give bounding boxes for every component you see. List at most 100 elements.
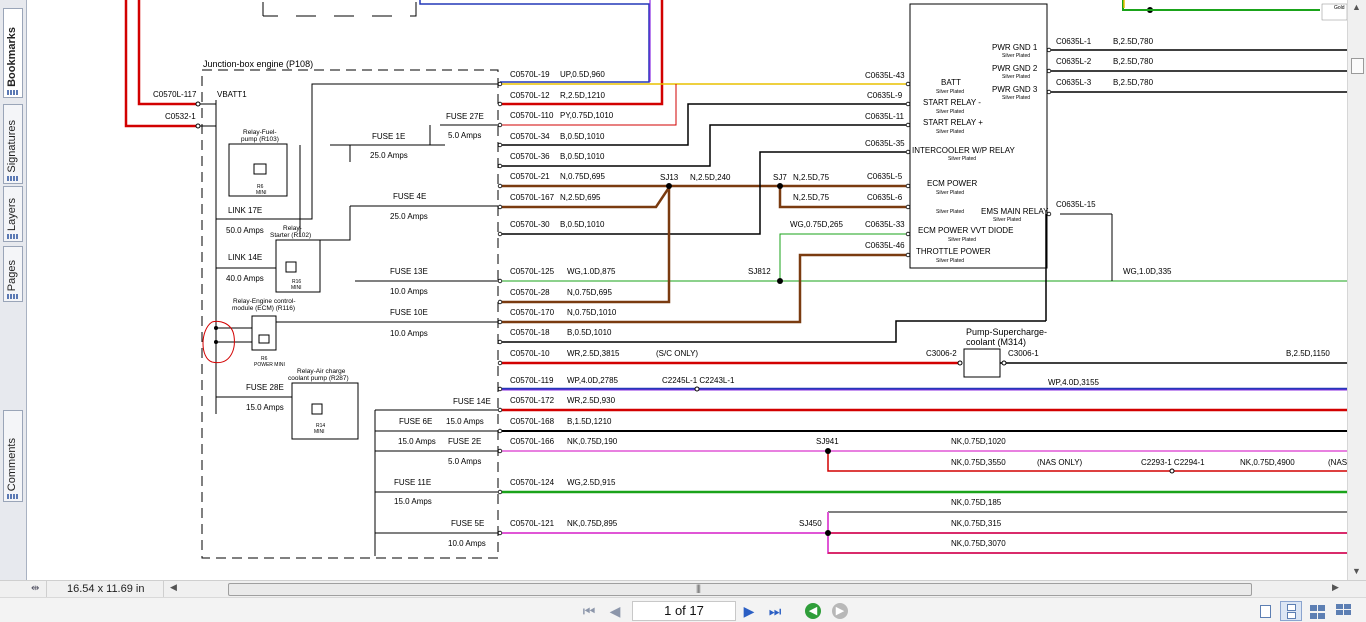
wire-spec: WG,1.0D,875 [567, 267, 616, 276]
wire-spec: NK,0.75D,895 [567, 519, 618, 528]
relay-fuel-label: Relay-Fuel- [243, 129, 277, 136]
ecm-pin-label: ECM POWER [927, 179, 977, 188]
splice-sj7-spec: N,2.5D,75 [793, 173, 830, 182]
ecm-pin-sub: Silver Plated [936, 258, 964, 264]
last-page-icon[interactable]: ⏭ [768, 603, 782, 619]
ems-main-relay-conn: C0635L-15 [1056, 200, 1096, 209]
side-panel: Bookmarks Signatures Layers Pages Commen… [0, 0, 27, 580]
link-14e-label: LINK 14E [228, 253, 262, 262]
wire-spec: N,0.75D,695 [567, 288, 612, 297]
annotation-mark[interactable] [202, 320, 235, 364]
scroll-right-icon[interactable]: ▶ [1332, 582, 1339, 592]
page-number-input[interactable]: 1 of 17 [632, 601, 736, 621]
tab-pages[interactable]: Pages [3, 246, 23, 302]
next-page-icon[interactable]: ▶ [743, 603, 755, 619]
relay-starter-label-2: Starter (R102) [270, 232, 311, 239]
wire-red-top [137, 0, 198, 106]
wire-conn: C0570L-21 [510, 172, 550, 181]
wire-conn: C0570L-121 [510, 519, 555, 528]
wire-spec: WP,4.0D,2785 [567, 376, 619, 385]
ground-spec: B,2.5D,780 [1113, 57, 1154, 66]
link-14e-amps: 40.0 Amps [226, 274, 264, 283]
first-page-icon[interactable]: ⏮ [582, 603, 596, 619]
relay-air-label-2: coolant pump (R287) [288, 375, 349, 382]
go-forward-icon[interactable]: ▶ [832, 603, 848, 619]
tab-grip-icon [7, 176, 19, 181]
tab-layers[interactable]: Layers [3, 186, 23, 242]
wire-conn: C0570L-110 [510, 111, 554, 120]
single-page-view-icon[interactable] [1254, 601, 1276, 621]
tab-bookmarks[interactable]: Bookmarks [3, 8, 23, 98]
wire-conn: C0570L-125 [510, 267, 555, 276]
fuse-6e-label: FUSE 6E [399, 417, 432, 426]
splice-sj13-spec: N,2.5D,240 [690, 173, 731, 182]
wire-spec: B,0.5D,1010 [560, 132, 605, 141]
wire-spec: NK,0.75D,190 [567, 437, 618, 446]
fuse-4e-amps: 25.0 Amps [390, 212, 428, 221]
vertical-scroll-thumb[interactable] [1351, 58, 1364, 74]
continuous-facing-view-icon[interactable] [1332, 601, 1354, 621]
tab-comments[interactable]: Comments [3, 410, 23, 502]
ecm-pin-conn: C0635L-33 [865, 220, 905, 229]
nk1020-spec: NK,0.75D,1020 [951, 437, 1006, 446]
tab-signatures[interactable]: Signatures [3, 104, 23, 184]
ground-conn: C0635L-2 [1056, 57, 1092, 66]
facing-view-icon[interactable] [1306, 601, 1328, 621]
ground-label: PWR GND 1 [992, 43, 1038, 52]
horizontal-scrollbar[interactable]: ◀ ||| ▶ [166, 582, 1346, 597]
fuse-28e-label: FUSE 28E [246, 383, 284, 392]
relay-fuel-r: R6 [257, 184, 264, 190]
ecm-pin-sub: Silver Plated [948, 156, 976, 162]
ecm-connector-box [909, 3, 1048, 269]
tab-signatures-label: Signatures [6, 120, 18, 173]
wiring-diagram: Junction-box engine (P108) C0570L-117 VB… [124, 0, 1347, 559]
fuse-28e-amps: 15.0 Amps [246, 403, 284, 412]
wire-conn: C0570L-10 [510, 349, 550, 358]
ecm-pin-label: START RELAY + [923, 118, 983, 127]
wire-spec: N,0.75D,695 [560, 172, 605, 181]
tab-grip-icon [7, 90, 19, 95]
fuse-27e-amps: 5.0 Amps [448, 131, 481, 140]
ground-sub: Silver Plated [1002, 74, 1030, 80]
sc-only-label: (S/C ONLY) [656, 349, 698, 358]
tab-comments-label: Comments [6, 437, 18, 491]
go-back-icon[interactable]: ◀ [805, 603, 821, 619]
scroll-grip-icon: ||| [696, 583, 701, 593]
pump-label: Pump-Supercharge- [966, 327, 1047, 337]
fuse-13e-amps: 10.0 Amps [390, 287, 428, 296]
horizontal-scroll-thumb[interactable] [228, 583, 1252, 596]
relay-air-m: MINI [314, 429, 325, 435]
pump-spec: B,2.5D,1150 [1286, 349, 1330, 358]
fuse-2e-amps: 5.0 Amps [448, 457, 481, 466]
continuous-view-icon[interactable] [1280, 601, 1302, 621]
ground-conn: C0635L-3 [1056, 78, 1092, 87]
scroll-left-icon[interactable]: ◀ [170, 582, 177, 592]
relay-fuel-label-2: pump (R103) [241, 136, 279, 143]
conn-c3006-2: C3006-2 [926, 349, 957, 358]
wire-spec: N,0.75D,1010 [567, 308, 617, 317]
vertical-scrollbar[interactable]: ▲ ▼ [1347, 0, 1366, 580]
tab-grip-icon [7, 234, 19, 239]
relay-starter-r: R16 [292, 279, 301, 285]
tab-bookmarks-label: Bookmarks [6, 27, 18, 87]
ground-label: PWR GND 2 [992, 64, 1038, 73]
resize-icon[interactable]: ⇹ [31, 583, 40, 594]
fuse-1e-amps: 25.0 Amps [370, 151, 408, 160]
scroll-up-icon[interactable]: ▲ [1352, 2, 1361, 12]
document-view[interactable]: Junction-box engine (P108) C0570L-117 VB… [27, 0, 1347, 580]
ground-spec: B,2.5D,780 [1113, 37, 1154, 46]
relay-starter-m: MINI [291, 285, 302, 291]
wg-right-spec: WG,1.0D,335 [1123, 267, 1172, 276]
fuse-14e-label: FUSE 14E [453, 397, 491, 406]
scroll-down-icon[interactable]: ▼ [1352, 566, 1361, 576]
wire-conn: C0570L-166 [510, 437, 555, 446]
wire-spec: UP,0.5D,960 [560, 70, 605, 79]
wire-red-c0570l12 [500, 0, 664, 106]
ecm-pin-label: INTERCOOLER W/P RELAY [912, 146, 1016, 155]
previous-page-icon[interactable]: ◀ [609, 603, 621, 619]
tab-layers-label: Layers [6, 197, 18, 231]
ecm-pin-sub: Silver Plated [936, 129, 964, 135]
relay-ecm-label-2: module (ECM) (R116) [232, 305, 295, 312]
fuse-4e-label: FUSE 4E [393, 192, 426, 201]
